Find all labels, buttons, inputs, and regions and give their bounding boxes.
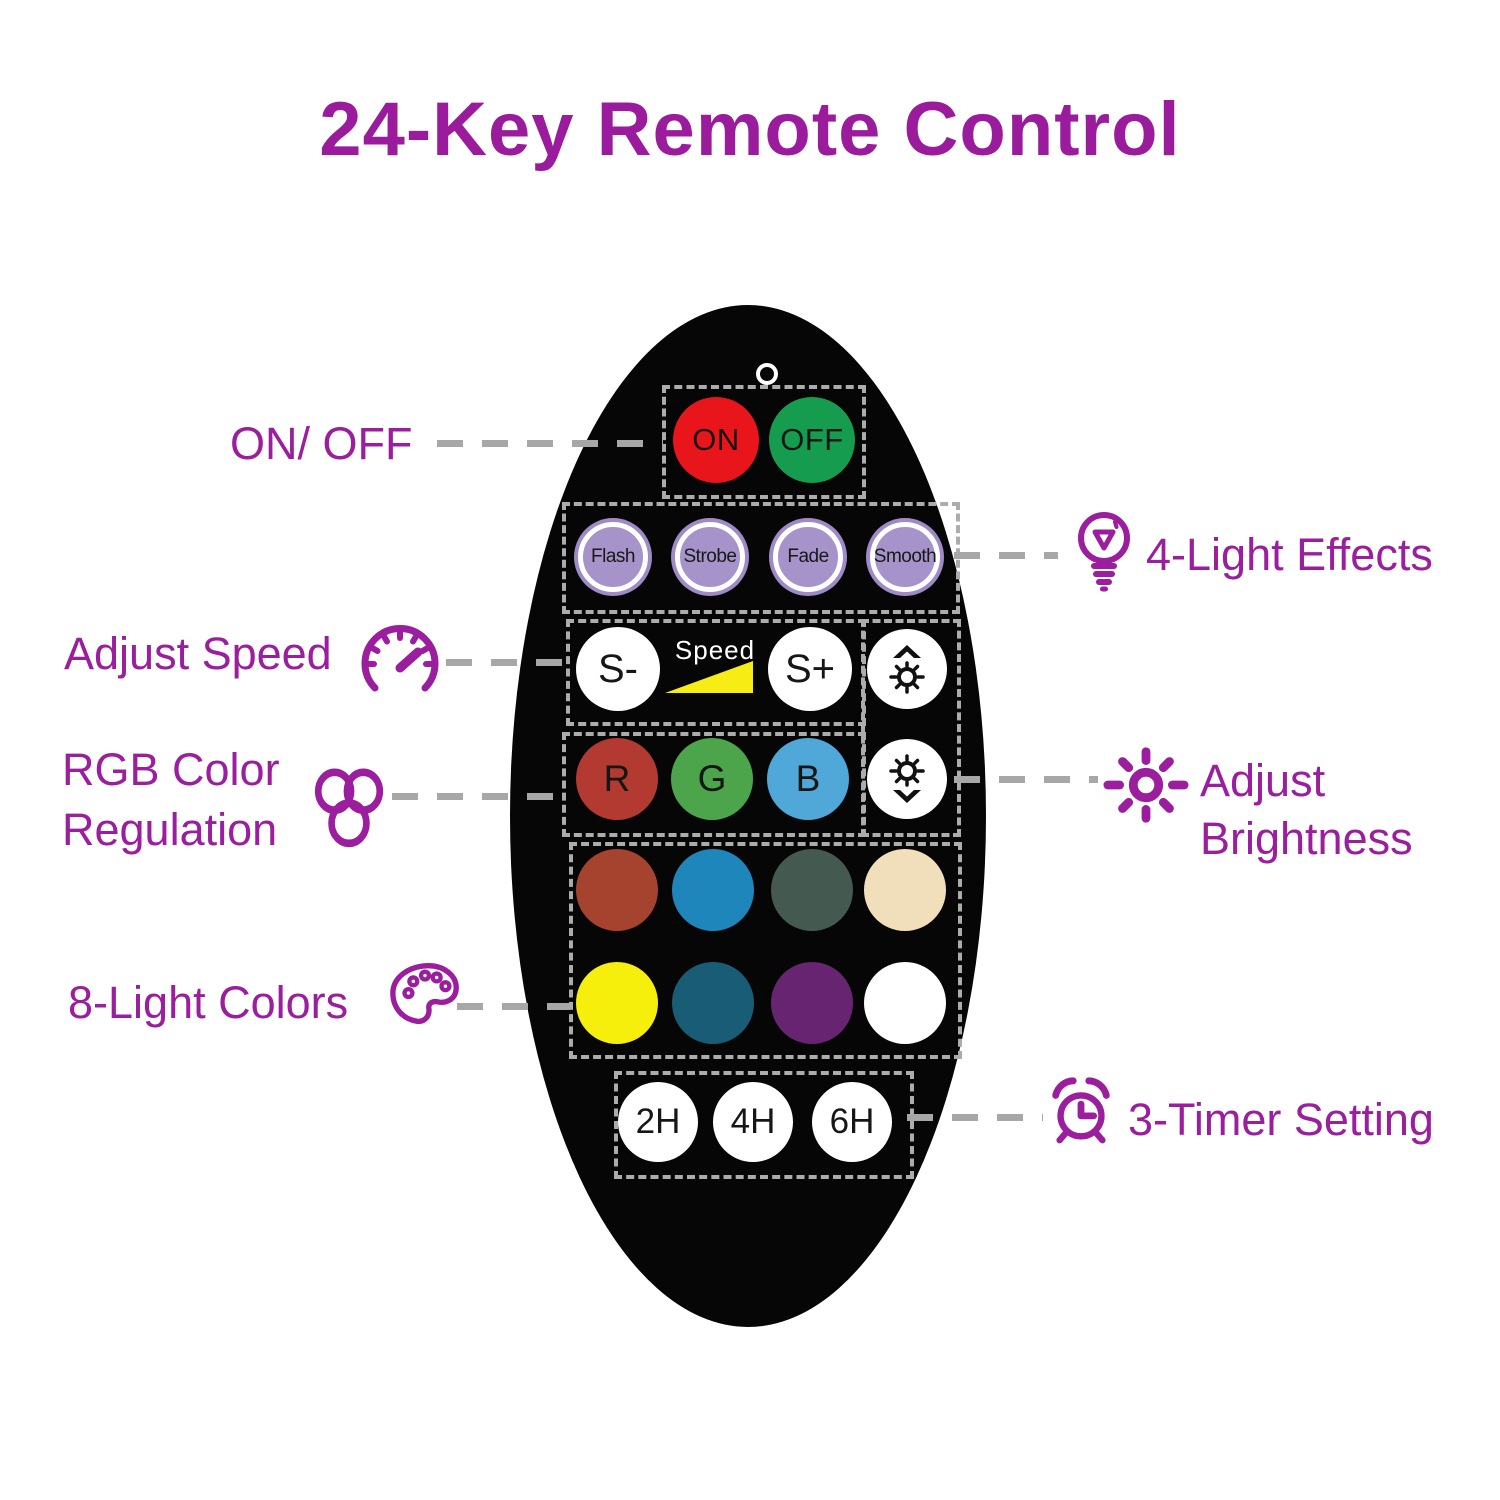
callout-label-adjust-speed: Adjust Speed: [64, 628, 332, 679]
timer-2h-button: 2H: [618, 1082, 698, 1162]
bulb-icon: [1078, 512, 1130, 592]
rgb-venn-icon: [314, 768, 384, 848]
timer-4h-button: 4H: [713, 1082, 793, 1162]
callout-label-adjust-brightness: Adjust Brightness: [1200, 755, 1413, 864]
timer-6h-button: 6H: [812, 1082, 892, 1162]
callout-line-effects: [954, 552, 1058, 559]
green-button: G: [671, 738, 753, 820]
color-button-6: [672, 962, 754, 1044]
brightness-group-outline: [861, 619, 961, 837]
remote-body: ON OFF Flash Strobe Fade Smooth S- Speed…: [510, 305, 986, 1327]
color-button-4: [864, 849, 946, 931]
ir-indicator-icon: [756, 363, 778, 385]
callout-line-rgb: [392, 793, 566, 800]
smooth-button: Smooth: [870, 522, 940, 592]
brightness-up-button: [867, 629, 947, 709]
callout-line-timer: [907, 1114, 1043, 1121]
brightness-down-button: [867, 739, 947, 819]
gauge-icon: [361, 625, 439, 692]
speed-plus-button: S+: [768, 627, 852, 711]
fade-button: Fade: [773, 522, 843, 592]
brightness-down-icon: [889, 754, 925, 803]
color-button-3: [771, 849, 853, 931]
color-button-2: [672, 849, 754, 931]
callout-line-on-off: [437, 440, 663, 447]
color-button-1: [576, 849, 658, 931]
blue-button: B: [767, 738, 849, 820]
on-button: ON: [673, 397, 759, 483]
strobe-button: Strobe: [675, 522, 745, 592]
callout-line-brightness: [954, 776, 1098, 783]
sun-icon: [1103, 747, 1189, 823]
off-button: OFF: [769, 397, 855, 483]
color-button-5: [576, 962, 658, 1044]
power-group-outline: [662, 385, 866, 499]
speed-minus-button: S-: [576, 627, 660, 711]
callout-line-colors: [457, 1003, 569, 1010]
colors-group-outline: [569, 842, 962, 1059]
timer-group-outline: [614, 1071, 914, 1179]
callout-label-rgb-regulation: RGB Color Regulation: [62, 744, 280, 855]
brightness-up-icon: [889, 645, 925, 694]
callout-label-light-effects: 4-Light Effects: [1146, 529, 1433, 580]
speed-triangle: [665, 661, 753, 693]
red-button: R: [576, 738, 658, 820]
palette-icon: [390, 963, 459, 1024]
rgb-group-outline: [562, 732, 866, 837]
flash-button: Flash: [578, 522, 648, 592]
callout-label-timer-setting: 3-Timer Setting: [1128, 1094, 1434, 1145]
speed-label: Speed: [674, 635, 756, 665]
callout-line-speed: [446, 659, 566, 666]
page-title: 24-Key Remote Control: [319, 87, 1181, 172]
callout-label-on-off: ON/ OFF: [230, 418, 413, 469]
color-button-7: [771, 962, 853, 1044]
alarm-clock-icon: [1052, 1077, 1110, 1144]
color-button-8: [864, 962, 946, 1044]
callout-label-light-colors: 8-Light Colors: [68, 977, 349, 1028]
